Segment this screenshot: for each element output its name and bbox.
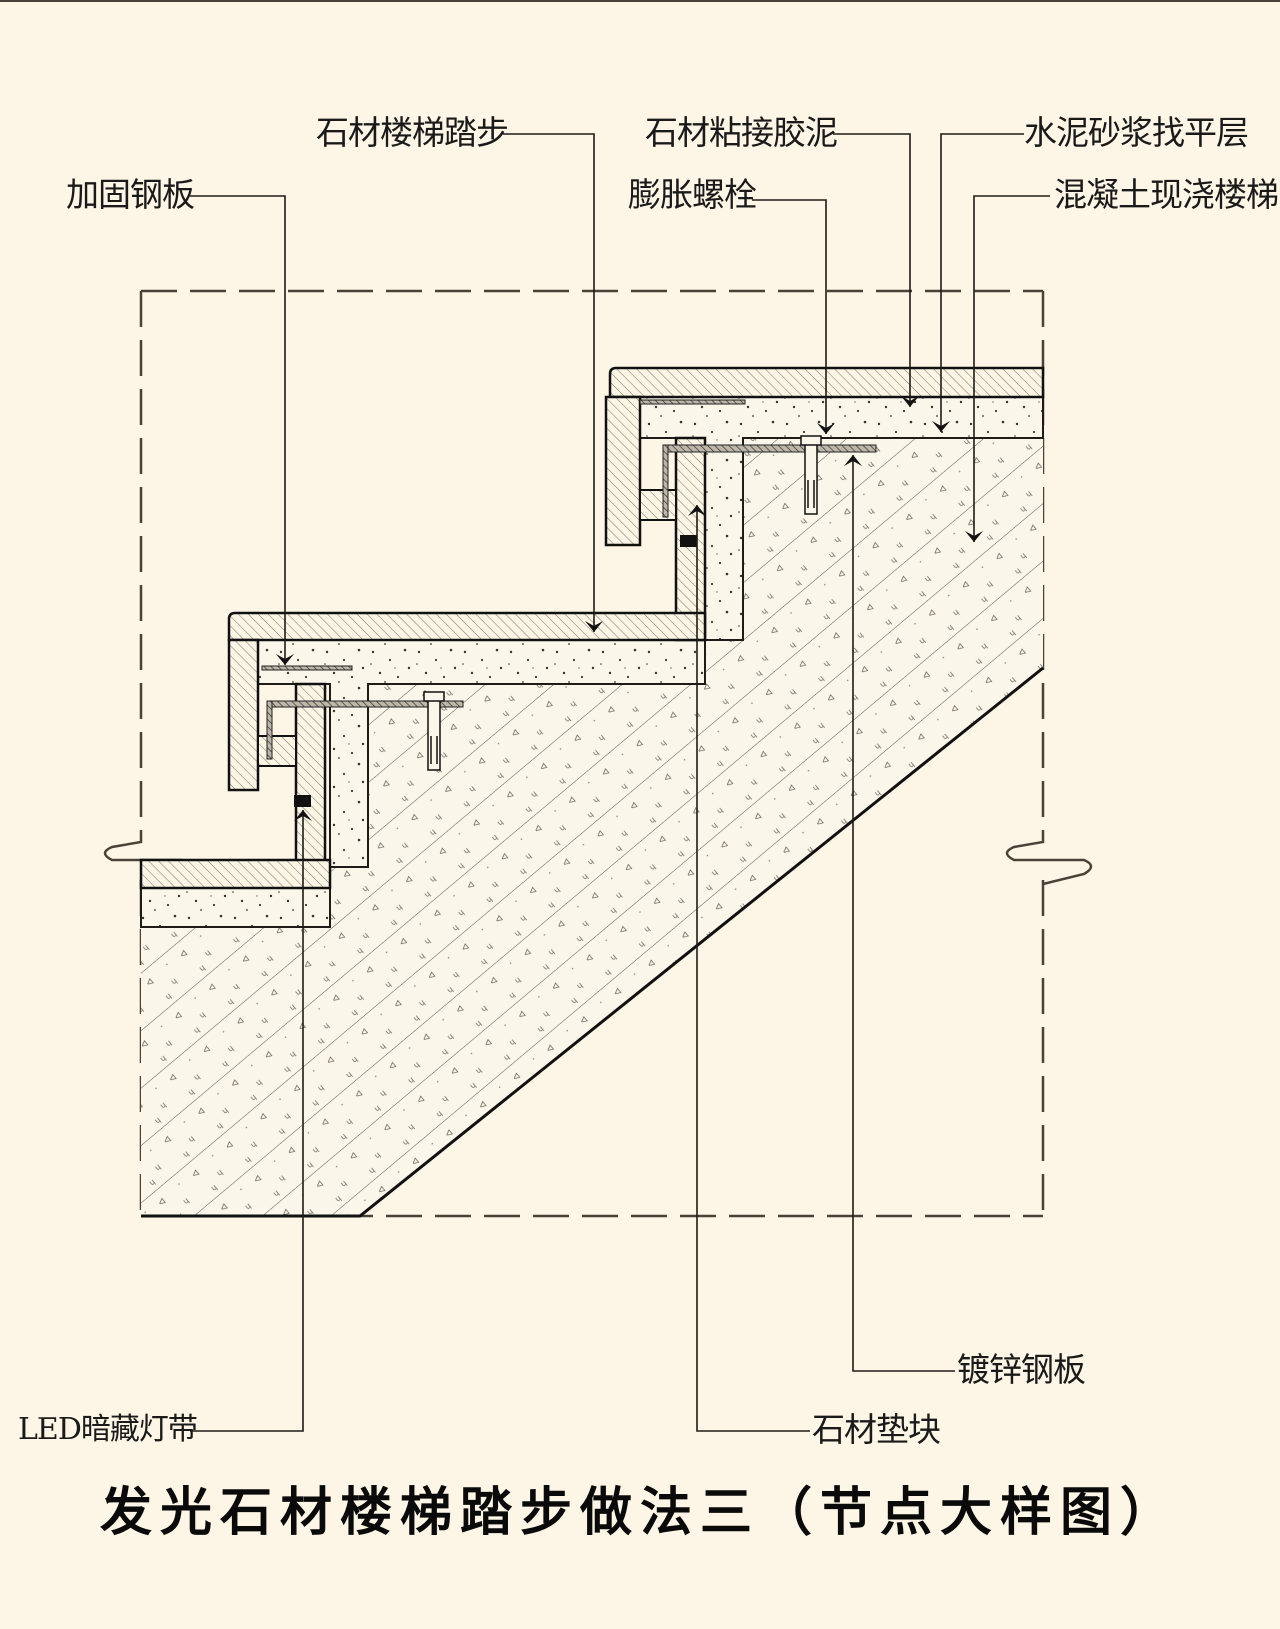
label-reinforcing-plate: 加固钢板 <box>66 175 195 214</box>
stone-pad-upper <box>639 489 677 521</box>
leader-stone-pad <box>696 505 810 1432</box>
leader-stone-adhesive <box>833 133 911 407</box>
concrete-stair-body <box>141 438 1043 1216</box>
leader-cast-concrete <box>973 195 1050 542</box>
leader-stone-tread <box>503 133 595 632</box>
break-symbol-right <box>1005 834 1093 886</box>
led-strip-upper <box>680 535 697 547</box>
led-strip-lower <box>294 795 311 807</box>
mortar-layer-bottom <box>140 887 331 928</box>
leader-led-strip <box>190 810 304 1432</box>
label-led-strip: LED暗藏灯带 <box>18 1412 198 1447</box>
galvanized-plate-upper <box>662 444 877 453</box>
expansion-bolt-upper <box>800 435 822 515</box>
label-cement-mortar: 水泥砂浆找平层 <box>1024 113 1249 152</box>
leader-expansion-bolt <box>752 199 827 434</box>
expansion-bolt-lower <box>423 691 445 771</box>
label-stone-pad: 石材垫块 <box>812 1410 941 1449</box>
label-stone-adhesive: 石材粘接胶泥 <box>645 113 838 152</box>
stone-nosing-lower <box>227 638 260 792</box>
stone-nosing-upper <box>604 395 642 547</box>
label-expansion-bolt: 膨胀螺栓 <box>628 175 757 214</box>
stone-pad-lower <box>257 735 297 767</box>
stone-tread-lower <box>227 611 707 642</box>
galvanized-plate-upper-vertical <box>662 444 669 518</box>
label-stone-tread: 石材楼梯踏步 <box>316 113 509 152</box>
leader-arrowheads <box>276 396 983 821</box>
top-border <box>0 0 1280 2</box>
leader-cement-mortar <box>940 133 1024 432</box>
mortar-layer-upper <box>639 396 1044 641</box>
drawing-title: 发光石材楼梯踏步做法三（节点大样图） <box>99 1483 1180 1543</box>
label-galvanized-plate: 镀锌钢板 <box>957 1350 1086 1389</box>
stone-tread-bottom <box>139 858 332 890</box>
leader-galvanized-plate <box>852 455 955 1372</box>
leader-reinforcing-plate <box>190 195 286 665</box>
galvanized-plate-lower-vertical <box>266 700 273 760</box>
mortar-layer-lower <box>257 639 706 868</box>
reinforcing-plate-upper <box>639 399 746 405</box>
reinforcing-plate-lower <box>261 665 353 671</box>
label-cast-concrete-stair: 混凝土现浇楼梯 <box>1054 175 1279 214</box>
stone-riser-lower-inner <box>294 682 327 869</box>
